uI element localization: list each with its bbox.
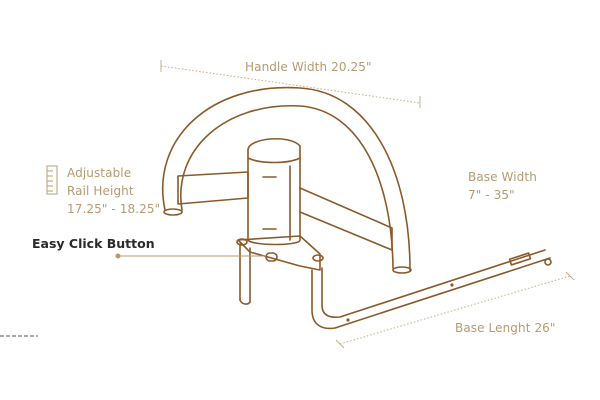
base-length-label: Base Lenght 26" bbox=[455, 321, 556, 335]
base-width-label-line2: 7" - 35" bbox=[468, 188, 515, 202]
center-post bbox=[247, 137, 301, 246]
base-width-label-line1: Base Width bbox=[468, 170, 537, 184]
rail-height-label-line2: Rail Height bbox=[67, 184, 134, 198]
easy-click-button-shape bbox=[265, 252, 278, 262]
rail-height-label-line3: 17.25" - 18.25" bbox=[67, 202, 161, 216]
handle-width-label: Handle Width 20.25" bbox=[245, 60, 372, 74]
handle-inner-arc bbox=[180, 105, 394, 269]
easy-click-button-label: Easy Click Button bbox=[32, 236, 155, 251]
handle-outer-arc bbox=[162, 86, 411, 271]
ruler-icon bbox=[46, 165, 58, 195]
rail-height-label-line1: Adjustable bbox=[67, 166, 132, 180]
